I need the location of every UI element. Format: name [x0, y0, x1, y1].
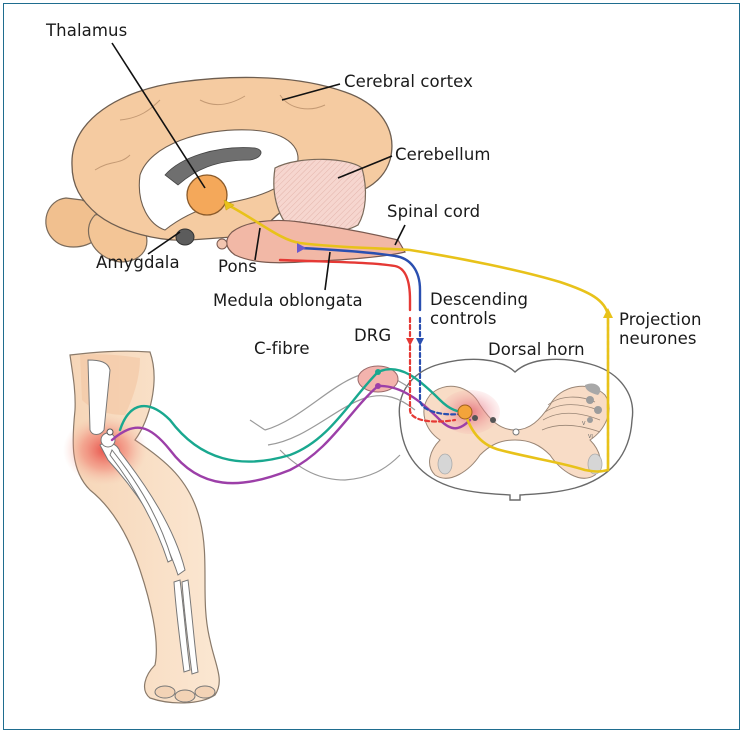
- svg-text:VI: VI: [588, 434, 593, 440]
- label-dorsal-horn: Dorsal horn: [488, 341, 585, 360]
- label-descending-controls: Descending controls: [430, 291, 528, 329]
- label-cerebral-cortex: Cerebral cortex: [344, 73, 473, 92]
- label-projection-neurones-line1: Projection: [619, 311, 702, 330]
- svg-text:V: V: [582, 421, 586, 427]
- label-drg: DRG: [354, 327, 391, 346]
- label-thalamus: Thalamus: [46, 22, 127, 41]
- brain: [46, 77, 405, 262]
- label-cerebellum: Cerebellum: [395, 146, 491, 165]
- label-descending-controls-line2: controls: [430, 310, 528, 329]
- dog-leg: [63, 351, 219, 703]
- thalamus-structure: [187, 175, 227, 215]
- spinal-cord-section: V VI: [399, 359, 632, 500]
- label-c-fibre: C-fibre: [254, 340, 310, 359]
- label-pons: Pons: [218, 258, 257, 277]
- central-canal: [513, 429, 519, 435]
- dorsal-horn-neuron: [458, 405, 472, 419]
- amygdala-structure: [176, 229, 194, 245]
- dorsal-root-ganglion: [250, 366, 415, 480]
- label-spinal-cord: Spinal cord: [387, 203, 480, 222]
- label-amygdala: Amygdala: [96, 254, 180, 273]
- label-descending-controls-line1: Descending: [430, 291, 528, 310]
- label-medula-oblongata: Medula oblongata: [213, 292, 363, 311]
- label-projection-neurones-line2: neurones: [619, 330, 702, 349]
- label-projection-neurones: Projection neurones: [619, 311, 702, 349]
